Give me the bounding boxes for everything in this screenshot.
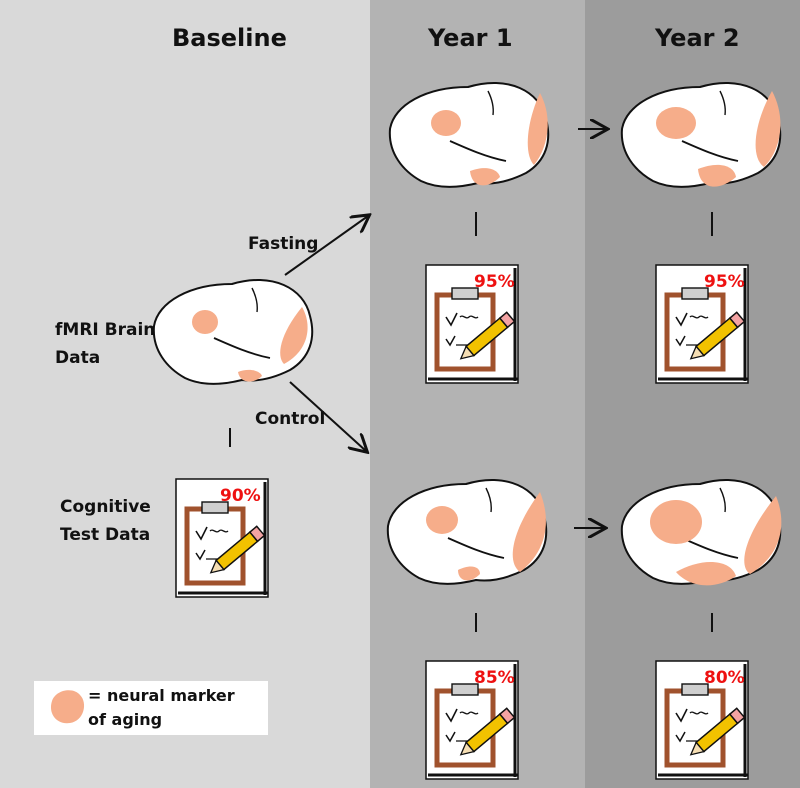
fmri-label-line1: fMRI Brain	[55, 320, 156, 340]
legend-text: = neural marker of aging	[88, 684, 235, 732]
cognitive-label-line1: Cognitive	[60, 497, 151, 517]
clipboard-control-year1: 85%	[426, 661, 518, 779]
clipboard-control-year2: 80%	[656, 661, 748, 779]
control-label: Control	[255, 409, 326, 429]
brain-fasting-year2	[620, 81, 782, 188]
score-control-year2: 80%	[704, 668, 745, 688]
heading-year1: Year 1	[428, 24, 513, 52]
arrow-control	[289, 381, 366, 451]
legend-line1: = neural marker	[88, 686, 235, 705]
score-baseline: 90%	[220, 486, 261, 506]
score-fasting-year2: 95%	[704, 272, 745, 292]
fasting-label: Fasting	[248, 234, 319, 254]
clipboard-fasting-year2: 95%	[656, 265, 748, 383]
score-control-year1: 85%	[474, 668, 515, 688]
brain-baseline	[152, 278, 314, 385]
fmri-label-line2: Data	[55, 348, 101, 368]
heading-baseline: Baseline	[172, 24, 287, 52]
cognitive-test-data-label: Cognitive Test Data	[60, 493, 151, 549]
legend-marker-swatch	[50, 690, 85, 724]
legend	[34, 681, 268, 735]
cognitive-label-line2: Test Data	[60, 525, 151, 545]
legend-line2: of aging	[88, 710, 163, 729]
score-fasting-year1: 95%	[474, 272, 515, 292]
baseline-column	[0, 0, 370, 788]
brain-fasting-year1	[388, 81, 550, 188]
fmri-brain-data-label: fMRI Brain Data	[55, 316, 155, 372]
aging-marker	[192, 310, 218, 334]
clipboard-baseline: 90%	[176, 479, 268, 597]
heading-year2: Year 2	[655, 24, 740, 52]
brain-control-year2	[620, 478, 782, 586]
arrow-fasting	[284, 216, 368, 276]
clipboard-fasting-year1: 95%	[426, 265, 518, 383]
brain-control-year1	[386, 478, 548, 585]
